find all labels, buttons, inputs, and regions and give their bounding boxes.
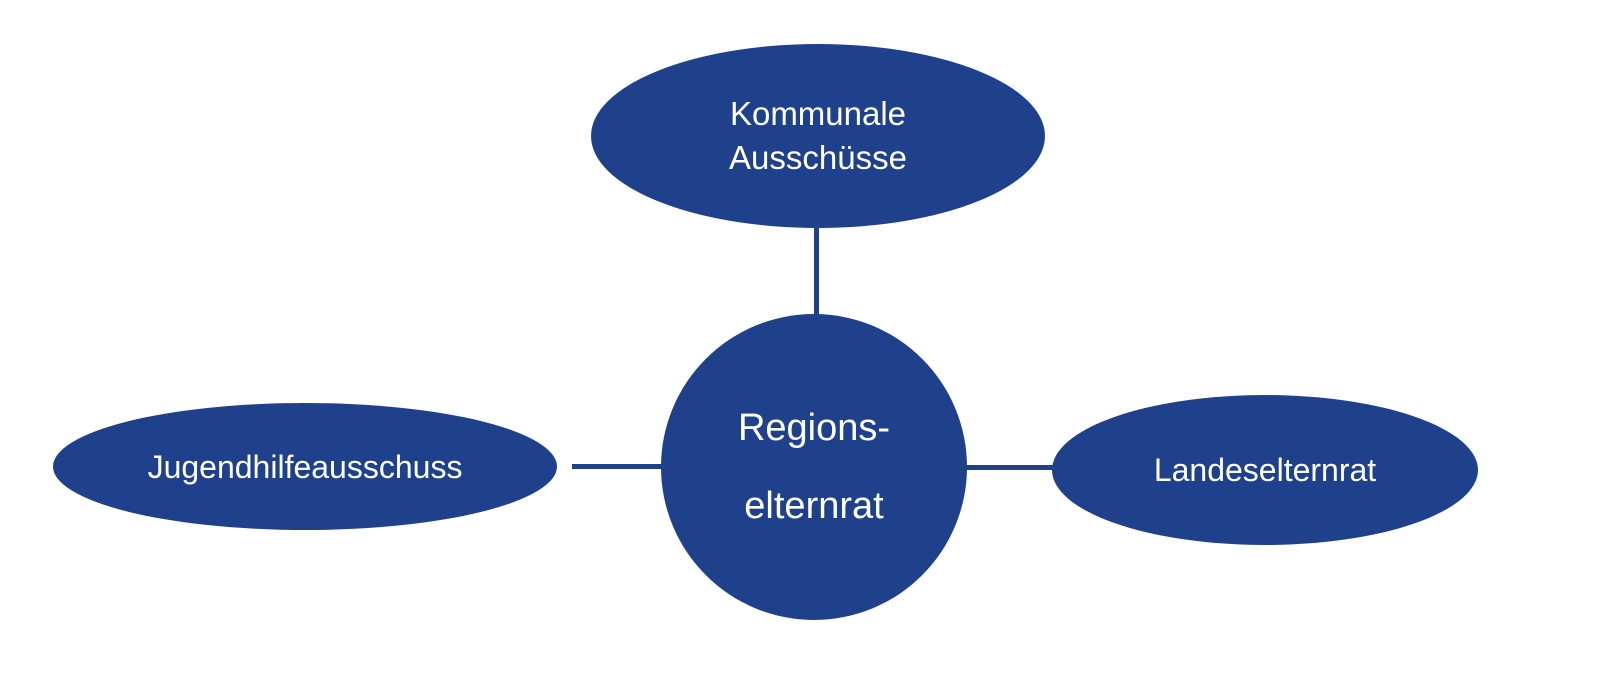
node-jugendhilfeausschuss-label: Jugendhilfeausschuss [147, 448, 463, 485]
node-landeselternrat-label: Landeselternrat [1153, 452, 1377, 488]
connector-center-to-right [966, 465, 1053, 470]
connector-top-to-center [814, 228, 819, 316]
node-regionselternrat: Regions- elternrat [661, 314, 967, 620]
node-kommunale-ausschuesse-label-line2: Ausschüsse [729, 139, 907, 176]
connector-left-to-center [572, 464, 663, 469]
node-regionselternrat-label-line1: Regions- [737, 407, 891, 449]
node-landeselternrat: Landeselternrat [1052, 395, 1478, 545]
node-jugendhilfeausschuss: Jugendhilfeausschuss [53, 403, 557, 530]
node-kommunale-ausschuesse-label-line1: Kommunale [729, 95, 907, 132]
node-kommunale-ausschuesse: Kommunale Ausschüsse [591, 44, 1045, 228]
node-regionselternrat-label-line2: elternrat [744, 485, 884, 527]
